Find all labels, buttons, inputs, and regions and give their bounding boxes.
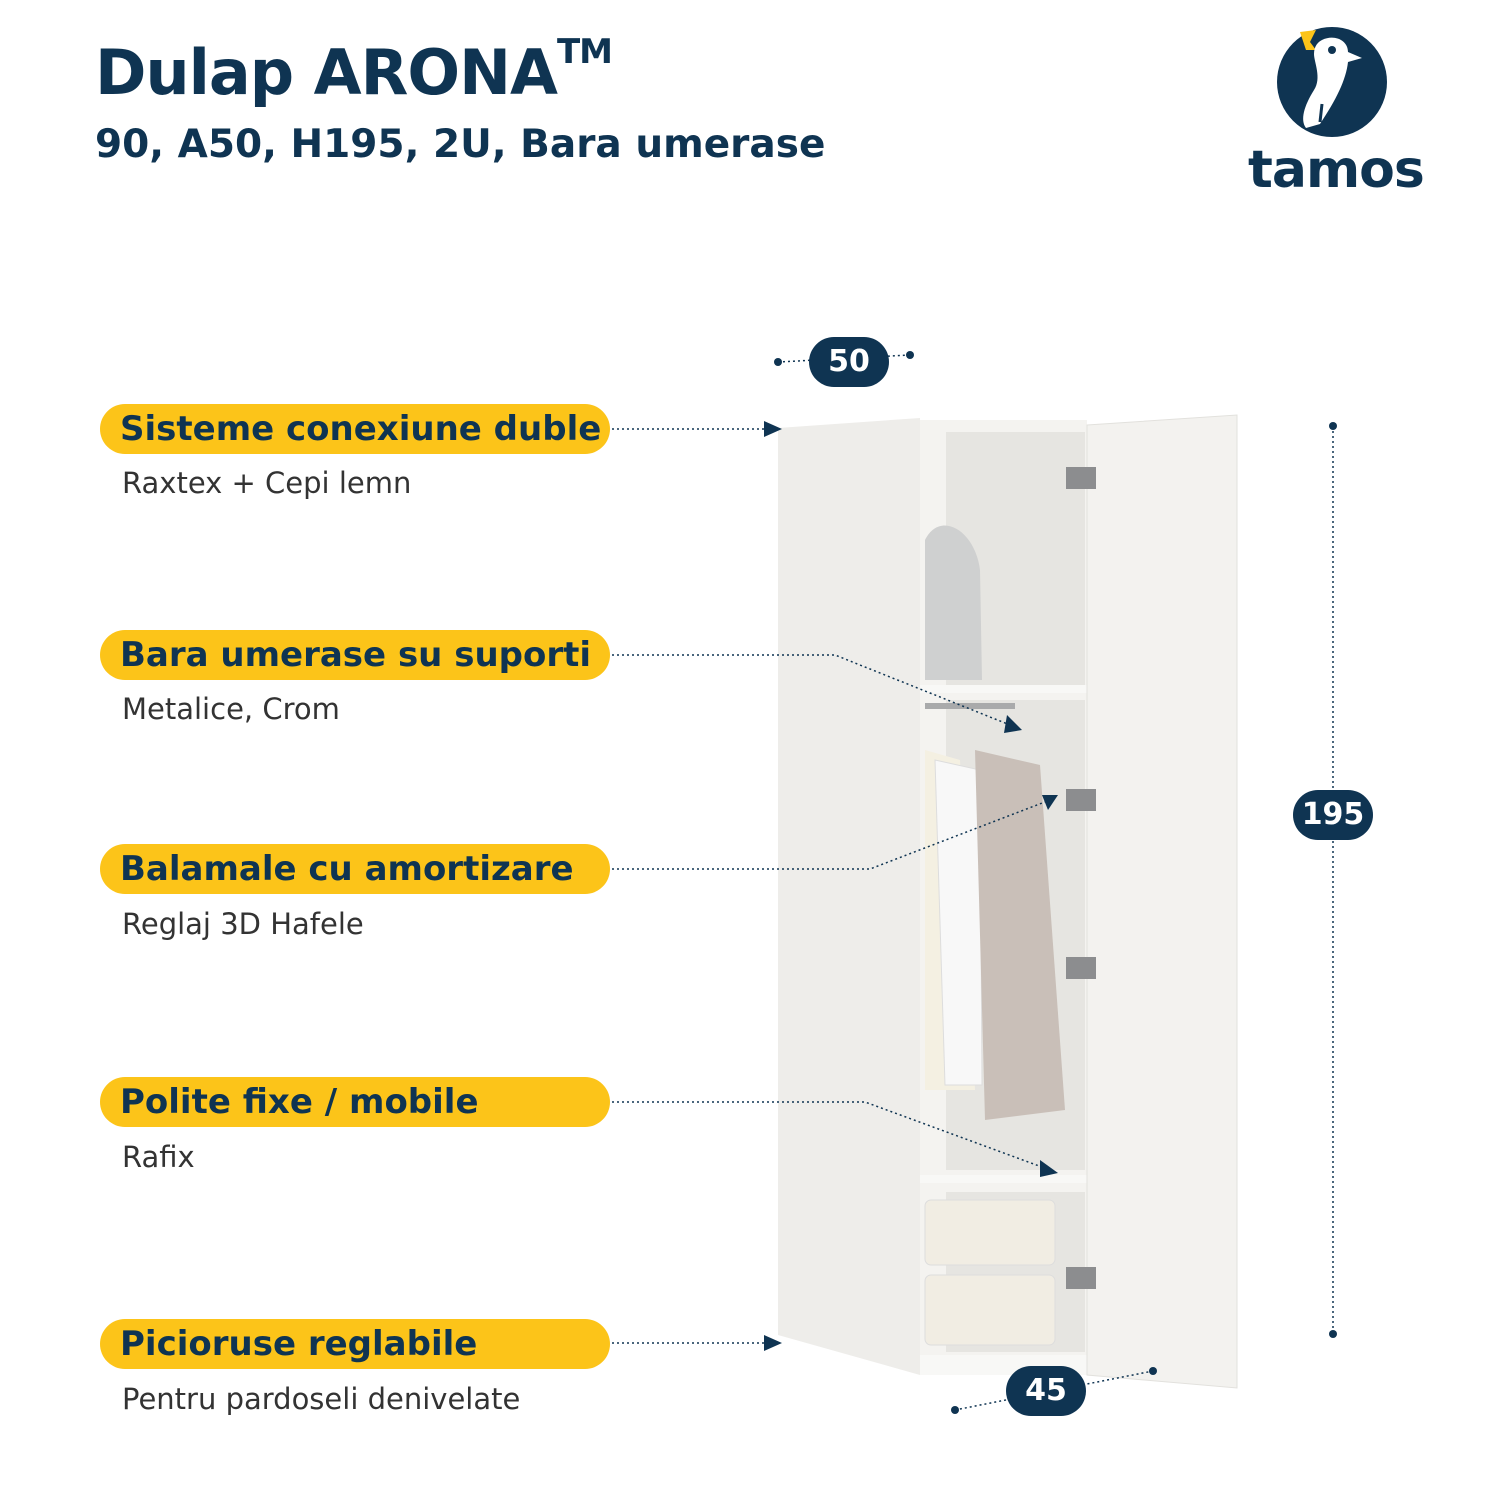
feature-label-connection: Sisteme conexiune duble [100,404,610,454]
trademark: TM [556,32,613,72]
product-subtitle: 90, A50, H195, 2U, Bara umerase [95,122,826,167]
feature-label-feet: Picioruse reglabile [100,1319,610,1369]
feature-detail-hinges: Reglaj 3D Hafele [122,907,364,941]
feature-detail-connection: Raxtex + Cepi lemn [122,466,412,500]
height-dimension-badge: 195 [1293,790,1373,840]
feature-label-hinges: Balamale cu amortizare [100,844,610,894]
product-title: Dulap ARONATM [95,32,613,109]
title-text: Dulap ARONA [95,36,558,109]
feature-detail-shelves: Rafix [122,1140,195,1174]
feature-detail-feet: Pentru pardoseli denivelate [122,1382,521,1416]
brand-name: tamos [1248,140,1425,200]
depth-dimension-badge: 50 [809,337,889,387]
width-dimension-badge: 45 [1006,1366,1086,1416]
feature-label-shelves: Polite fixe / mobile [100,1077,610,1127]
penguin-logo-icon [1277,27,1387,137]
feature-label-hanging-rail: Bara umerase su suporti [100,630,610,680]
feature-detail-hanging-rail: Metalice, Crom [122,692,340,726]
